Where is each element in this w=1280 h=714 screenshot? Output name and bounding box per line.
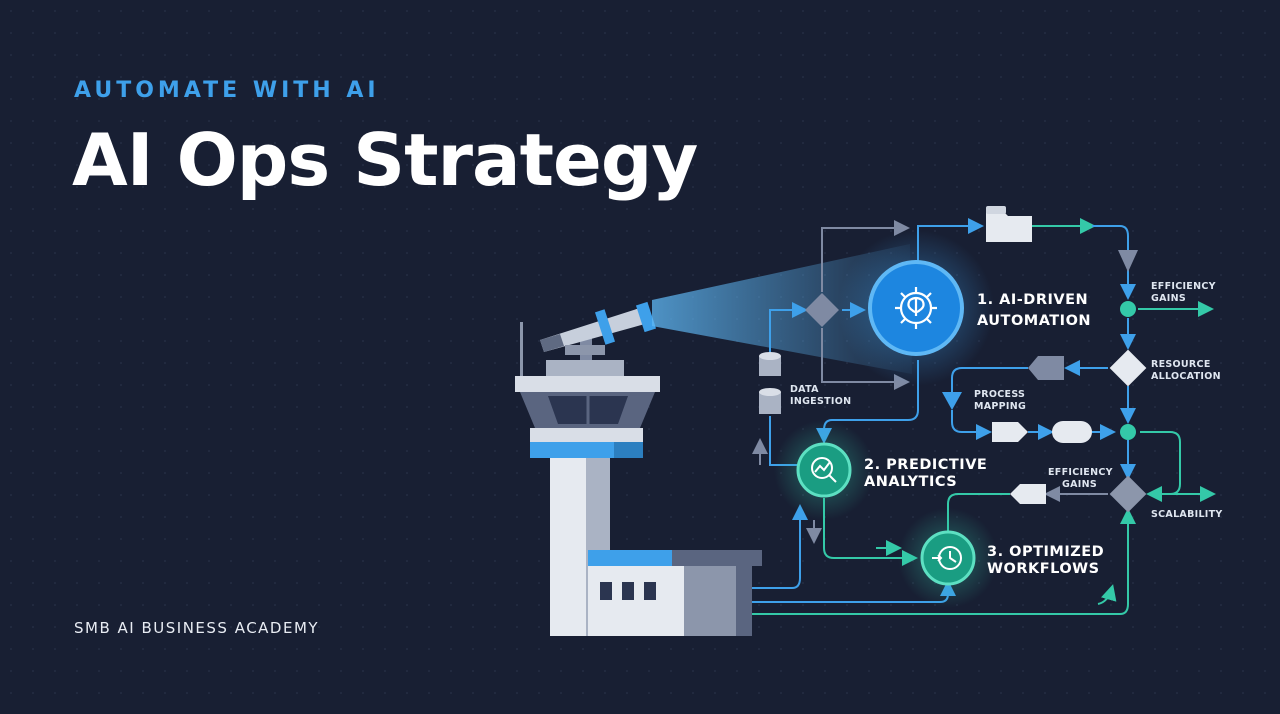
junction-dot <box>1120 424 1136 440</box>
efficiency-gains-mid-label-1: EFFICIENCY <box>1048 467 1113 478</box>
chart-magnifier-icon <box>811 457 837 483</box>
eyebrow-text: AUTOMATE WITH AI <box>74 78 380 103</box>
control-tower-illustration <box>515 301 762 636</box>
database-icon <box>759 352 781 414</box>
decision-diamond <box>805 293 839 327</box>
folder-icon <box>986 206 1032 242</box>
efficiency-gains-top-label-1: EFFICIENCY <box>1151 281 1216 292</box>
node3-label-line2: WORKFLOWS <box>987 561 1100 577</box>
process-mapping-label-2: MAPPING <box>974 401 1026 412</box>
process-mapping-label-1: PROCESS <box>974 389 1025 400</box>
process-tag-shape <box>1028 356 1064 380</box>
page-title: AI Ops Strategy <box>72 118 698 202</box>
resource-allocation-diamond <box>1109 349 1147 387</box>
scalability-diamond <box>1109 475 1147 513</box>
brain-gear-icon <box>895 287 937 329</box>
node2-label-line1: 2. PREDICTIVE <box>864 457 987 473</box>
clock-arrow-icon <box>932 546 962 570</box>
node3-circle <box>920 530 976 586</box>
telescope-icon <box>540 301 657 360</box>
process-step-shape <box>992 422 1028 442</box>
node3-label-line1: 3. OPTIMIZED <box>987 544 1104 560</box>
efficiency-gains-top-label-2: GAINS <box>1151 293 1186 304</box>
node1-label-line1: 1. AI-DRIVEN <box>977 292 1088 308</box>
data-ingestion-label-2: INGESTION <box>790 396 851 407</box>
data-ingestion-label-1: DATA <box>790 384 819 395</box>
junction-dot <box>1120 301 1136 317</box>
merge-triangle <box>942 392 962 410</box>
efficiency-tag-shape <box>1010 484 1046 504</box>
funnel-icon <box>1118 250 1138 272</box>
node1-label-line2: AUTOMATION <box>977 313 1091 329</box>
resource-allocation-label-2: ALLOCATION <box>1151 371 1221 382</box>
node2-label-line2: ANALYTICS <box>864 474 957 490</box>
footer-brand: SMB AI BUSINESS ACADEMY <box>74 619 320 637</box>
resource-allocation-label-1: RESOURCE <box>1151 359 1211 370</box>
scalability-label: SCALABILITY <box>1151 509 1223 520</box>
process-pill-shape <box>1052 421 1092 443</box>
efficiency-gains-mid-label-2: GAINS <box>1062 479 1097 490</box>
